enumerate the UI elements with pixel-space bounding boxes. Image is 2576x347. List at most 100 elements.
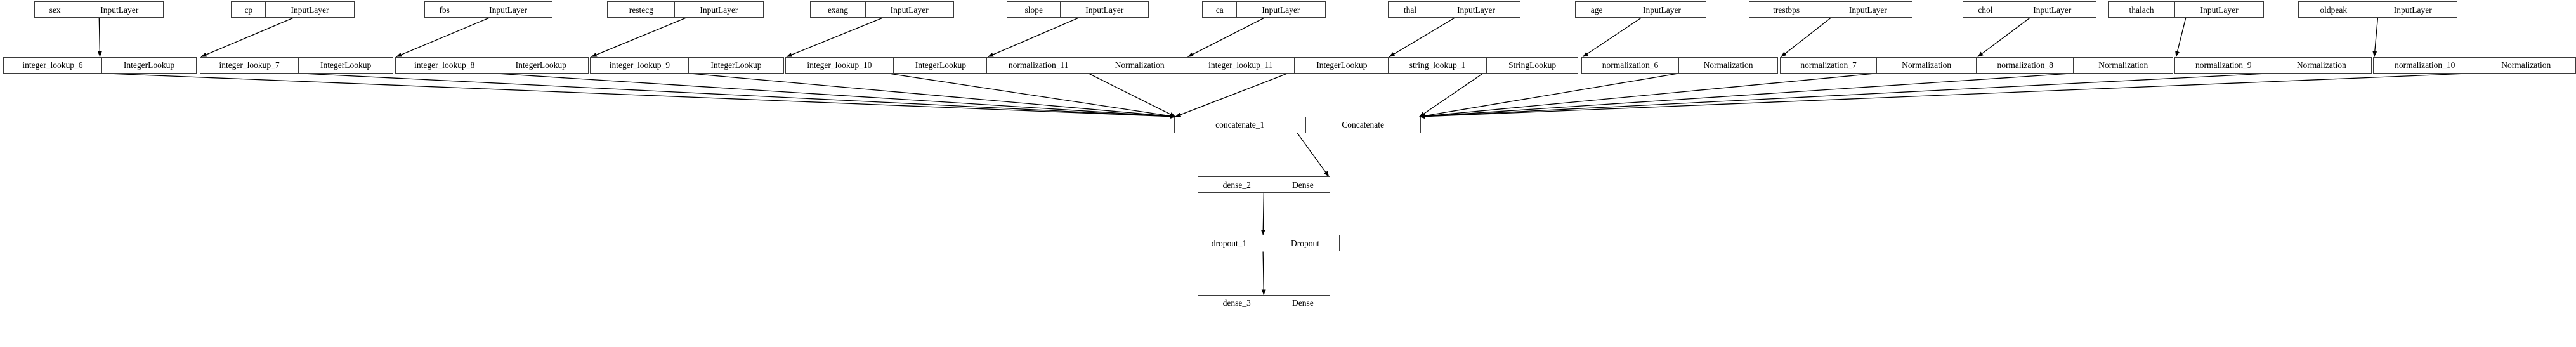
- node-name-label: exang: [811, 2, 866, 18]
- graph-node-cp_input[interactable]: cp InputLayer: [231, 1, 355, 18]
- node-name-label: restecg: [608, 2, 676, 18]
- node-name-label: sex: [35, 2, 76, 18]
- graph-node-integer_lookup_9[interactable]: integer_lookup_9 IntegerLookup: [590, 56, 784, 74]
- node-type-label: InputLayer: [1457, 4, 1496, 15]
- node-type-label: InputLayer: [700, 4, 738, 15]
- node-name-label: integer_lookup_10: [786, 57, 894, 73]
- node-name-label: dense_2: [1198, 177, 1276, 193]
- edge-chol_input-to-normalization_8: [1977, 17, 2030, 58]
- graph-node-restecg_input[interactable]: restecg InputLayer: [607, 1, 764, 18]
- graph-node-trestbps_input[interactable]: trestbps InputLayer: [1748, 1, 1912, 18]
- node-name-label: integer_lookup_11: [1187, 57, 1295, 73]
- node-name-label: ca: [1203, 2, 1238, 18]
- node-name-label: integer_lookup_7: [200, 57, 299, 73]
- edge-cp_input-to-integer_lookup_7: [200, 17, 293, 58]
- node-name-label: thalach: [2109, 2, 2176, 18]
- graph-node-fbs_input[interactable]: fbs InputLayer: [424, 1, 553, 18]
- edge-normalization_9-to-concatenate_1: [1419, 72, 2273, 119]
- node-type-label: InputLayer: [890, 4, 929, 15]
- graph-node-normalization_7[interactable]: normalization_7 Normalization: [1779, 56, 1977, 74]
- node-type-label: InputLayer: [489, 4, 528, 15]
- node-name-label: integer_lookup_9: [591, 57, 690, 73]
- graph-node-thal_input[interactable]: thal InputLayer: [1388, 1, 1521, 18]
- edge-trestbps_input-to-normalization_7: [1781, 17, 1831, 58]
- node-name-label: trestbps: [1749, 2, 1824, 18]
- edge-normalization_7-to-concatenate_1: [1419, 72, 1878, 119]
- node-name-label: dropout_1: [1187, 235, 1272, 251]
- edge-integer_lookup_8-to-concatenate_1: [492, 72, 1176, 119]
- graph-node-integer_lookup_7[interactable]: integer_lookup_7 IntegerLookup: [200, 56, 394, 74]
- edge-normalization_10-to-concatenate_1: [1419, 72, 2475, 119]
- edge-exang_input-to-integer_lookup_10: [786, 17, 882, 58]
- edge-string_lookup_1-to-concatenate_1: [1419, 72, 1484, 117]
- graph-node-sex_input[interactable]: sex InputLayer: [34, 1, 164, 18]
- edge-normalization_11-to-concatenate_1: [1088, 72, 1176, 117]
- node-name-label: concatenate_1: [1175, 117, 1306, 133]
- node-type-label: IntegerLookup: [1316, 60, 1368, 70]
- edge-concatenate_1-to-dense_2: [1297, 133, 1330, 177]
- edge-oldpeak_input-to-normalization_10: [2372, 18, 2379, 57]
- graph-node-thalach_input[interactable]: thalach InputLayer: [2107, 1, 2264, 18]
- edge-normalization_8-to-concatenate_1: [1419, 72, 2075, 119]
- graph-node-exang_input[interactable]: exang InputLayer: [810, 1, 954, 18]
- node-type-label: Dense: [1291, 180, 1314, 190]
- node-type-label: Normalization: [1902, 60, 1952, 70]
- node-name-label: normalization_6: [1582, 57, 1679, 73]
- node-type-label: InputLayer: [2200, 4, 2239, 15]
- graph-node-oldpeak_input[interactable]: oldpeak InputLayer: [2298, 1, 2457, 18]
- node-type-label: Normalization: [2098, 60, 2148, 70]
- node-name-label: integer_lookup_8: [396, 57, 494, 73]
- edge-integer_lookup_7-to-concatenate_1: [296, 72, 1176, 119]
- edge-integer_lookup_9-to-concatenate_1: [686, 72, 1176, 119]
- edge-fbs_input-to-integer_lookup_8: [396, 17, 489, 58]
- graph-node-chol_input[interactable]: chol InputLayer: [1962, 1, 2097, 18]
- node-name-label: dense_3: [1198, 295, 1276, 311]
- node-type-label: IntegerLookup: [123, 60, 175, 70]
- node-type-label: InputLayer: [2393, 4, 2432, 15]
- node-name-label: fbs: [425, 2, 464, 18]
- node-name-label: oldpeak: [2299, 2, 2369, 18]
- node-type-label: IntegerLookup: [320, 60, 372, 70]
- node-name-label: normalization_11: [987, 57, 1090, 73]
- graph-node-dense_2[interactable]: dense_2 Dense: [1197, 176, 1330, 193]
- node-type-label: IntegerLookup: [915, 60, 966, 70]
- graph-node-integer_lookup_11[interactable]: integer_lookup_11 IntegerLookup: [1186, 56, 1390, 74]
- edge-integer_lookup_10-to-concatenate_1: [886, 72, 1176, 119]
- node-type-label: InputLayer: [1642, 4, 1681, 15]
- edge-sex_input-to-integer_lookup_6: [97, 18, 102, 57]
- edge-thalach_input-to-normalization_9: [2175, 18, 2187, 57]
- node-name-label: normalization_7: [1781, 57, 1878, 73]
- edge-dense_2-to-dropout_1: [1260, 193, 1265, 235]
- edge-normalization_6-to-concatenate_1: [1419, 72, 1680, 119]
- node-type-label: InputLayer: [1085, 4, 1124, 15]
- edge-restecg_input-to-integer_lookup_9: [591, 17, 686, 58]
- node-type-label: InputLayer: [2033, 4, 2072, 15]
- node-name-label: normalization_10: [2374, 57, 2477, 73]
- node-type-label: InputLayer: [291, 4, 329, 15]
- node-name-label: thal: [1389, 2, 1432, 18]
- node-type-label: IntegerLookup: [710, 60, 762, 70]
- edge-ca_input-to-integer_lookup_11: [1187, 17, 1264, 58]
- node-type-label: InputLayer: [1848, 4, 1887, 15]
- graph-node-integer_lookup_10[interactable]: integer_lookup_10 IntegerLookup: [785, 56, 988, 74]
- node-name-label: chol: [1963, 2, 2009, 18]
- node-type-label: InputLayer: [100, 4, 139, 15]
- graph-node-normalization_6[interactable]: normalization_6 Normalization: [1581, 56, 1779, 74]
- node-type-label: Normalization: [1703, 60, 1753, 70]
- node-name-label: cp: [232, 2, 266, 18]
- edge-age_input-to-normalization_6: [1582, 17, 1642, 58]
